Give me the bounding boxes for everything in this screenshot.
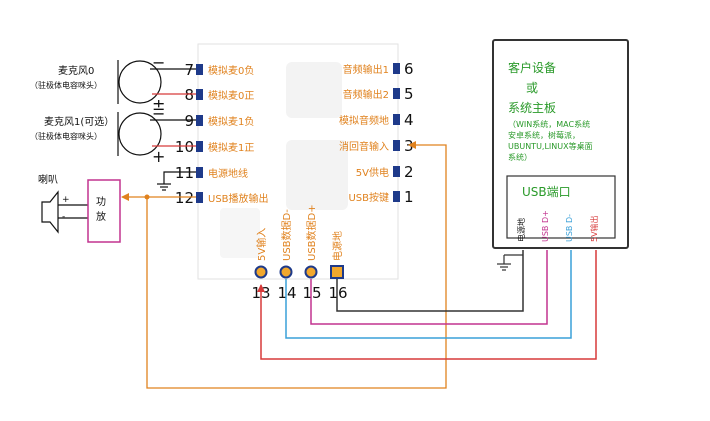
- pin-label: 模拟麦0正: [208, 89, 254, 102]
- speaker-minus: -: [62, 212, 65, 222]
- pin-label: 5V供电: [356, 166, 389, 179]
- usb-port-title: USB端口: [522, 185, 571, 199]
- ground-symbol-pin11: [157, 171, 196, 191]
- speaker: 喇叭 + -: [38, 174, 88, 234]
- pin-label: USB按键: [348, 191, 389, 204]
- usb-pin-dplus: USB D+: [541, 210, 550, 242]
- microphone-0: 麦克风0 （驻极体电容咪头） − ±: [30, 53, 196, 114]
- amplifier: 功 放: [87, 179, 121, 243]
- speaker-label: 喇叭: [38, 174, 58, 186]
- host-desc-3: UBUNTU,LINUX等桌面: [508, 141, 593, 151]
- usb-port-box: [506, 175, 616, 239]
- pin-number: 4: [404, 111, 414, 129]
- pin-number: 6: [404, 60, 414, 78]
- pin-label: 电源地: [331, 231, 344, 261]
- pin-pad: [393, 166, 400, 177]
- left-pin-group: 7 8 9 10 11 12 模拟麦0负 模拟麦0正 模拟麦1负 模拟麦1正 电…: [175, 61, 269, 207]
- pin-label: 模拟麦0负: [208, 64, 254, 77]
- pin-pad: [196, 89, 203, 100]
- usb-pin-5v: 5V输出: [589, 215, 599, 242]
- right-pin-group: 6 5 4 3 2 1 音频输出1 音频输出2 模拟音频地 消回音输入 5V供电…: [339, 60, 414, 206]
- chip-shape: [220, 208, 260, 258]
- pin-number: 10: [175, 138, 194, 156]
- pin-pad: [279, 265, 293, 279]
- pin-label: 模拟麦1正: [208, 141, 254, 154]
- pin-label: 模拟音频地: [339, 114, 389, 127]
- mic0-body: [118, 60, 162, 104]
- module-board: [197, 43, 399, 280]
- chip-shape: [286, 140, 348, 210]
- mic1-body: [118, 112, 162, 156]
- host-title-1: 客户设备: [508, 60, 556, 75]
- mic1-name: 麦克风1(可选）: [44, 115, 114, 128]
- pin-pad: [196, 64, 203, 75]
- wire-5v: [257, 250, 597, 360]
- mic0-minus: −: [152, 53, 165, 72]
- pin-pad: [304, 265, 318, 279]
- pin-number: 11: [175, 164, 194, 182]
- pin-pad: [330, 265, 344, 279]
- pin-number: 3: [404, 137, 414, 155]
- pin-label: 5V输入: [255, 228, 268, 261]
- amplifier-box: [87, 179, 121, 243]
- mic0-subtitle: （驻极体电容咪头）: [30, 80, 102, 90]
- pin-label: USB数据D-: [280, 209, 293, 261]
- pin-label: USB数据D+: [305, 204, 318, 261]
- pin-number: 16: [328, 284, 347, 302]
- pin-number: 1: [404, 188, 414, 206]
- pin-number: 9: [184, 112, 194, 130]
- pin-number: 14: [277, 284, 296, 302]
- pin-label: 音频输出1: [343, 63, 389, 76]
- pin-number: 2: [404, 163, 414, 181]
- pin-label: 消回音输入: [339, 140, 389, 153]
- pin-number: 5: [404, 85, 414, 103]
- chip-shape: [286, 62, 342, 118]
- pin-label: 模拟麦1负: [208, 115, 254, 128]
- speaker-plus: +: [62, 195, 70, 205]
- amplifier-label-1: 功: [96, 196, 106, 208]
- host-title-3: 系统主板: [508, 101, 556, 115]
- host-desc-4: 系统）: [508, 152, 532, 162]
- pin-pad: [393, 140, 400, 151]
- bottom-pin-group: 5V输入 USB数据D- USB数据D+ 电源地 13 14 15 16: [251, 204, 347, 302]
- speaker-icon: [41, 190, 59, 234]
- pin-label: USB播放输出: [208, 192, 269, 205]
- wire-usb-playback: [121, 141, 447, 389]
- pin-number: 12: [175, 189, 194, 207]
- wire-ground: [336, 250, 524, 312]
- mic0-name: 麦克风0: [58, 65, 94, 77]
- usb-pin-dminus: USB D-: [565, 214, 574, 242]
- pin-number: 15: [302, 284, 321, 302]
- mic1-plus: +: [152, 147, 165, 166]
- pin-pad: [254, 265, 268, 279]
- pin-pad: [196, 192, 203, 203]
- mic0-plus: ±: [152, 95, 165, 114]
- host-device: 客户设备 或 系统主板 （WIN系统，MAC系统 安卓系统，树莓派， UBUNT…: [492, 39, 629, 249]
- amplifier-label-2: 放: [96, 210, 106, 223]
- pin-number: 8: [184, 86, 194, 104]
- microphone-1: 麦克风1(可选） （驻极体电容咪头） − +: [30, 104, 196, 166]
- pin-pad: [393, 191, 400, 202]
- pin-pad: [196, 167, 203, 178]
- pin-label: 音频输出2: [343, 88, 389, 101]
- wire-usb-dplus: [310, 250, 548, 325]
- pin-pad: [393, 114, 400, 125]
- wire-usb-dminus: [285, 250, 572, 339]
- usb-pin-gnd: 电源地: [516, 218, 526, 242]
- host-desc-1: （WIN系统，MAC系统: [508, 119, 590, 129]
- pin-pad: [393, 88, 400, 99]
- host-desc-2: 安卓系统，树莓派，: [508, 130, 580, 140]
- host-title-2: 或: [526, 81, 538, 95]
- pin-pad: [196, 141, 203, 152]
- pin-pad: [393, 63, 400, 74]
- mic1-minus: −: [152, 104, 165, 123]
- mic1-subtitle: （驻极体电容咪头）: [30, 131, 102, 141]
- pin-label: 电源地线: [208, 167, 248, 180]
- pin-number: 7: [184, 61, 194, 79]
- pin-pad: [196, 115, 203, 126]
